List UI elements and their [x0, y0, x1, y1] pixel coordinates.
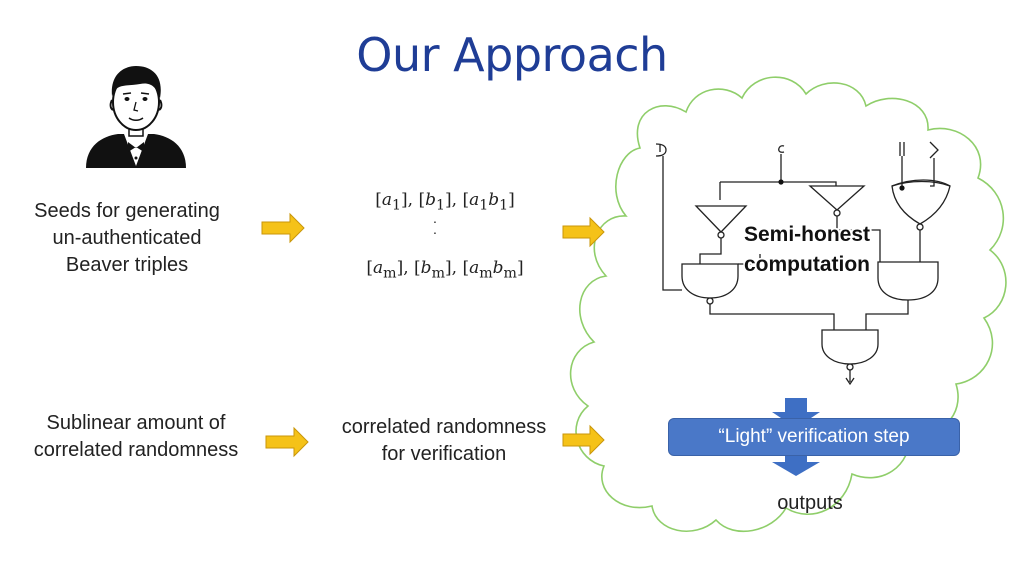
circuit-icon	[655, 141, 951, 386]
verification-randomness-line: correlated randomness	[341, 416, 547, 438]
sublinear-label-line: Sublinear amount of	[46, 412, 226, 434]
semi-honest-line: computation	[744, 253, 870, 276]
arrow-right-icon	[265, 426, 309, 458]
outputs-label: outputs	[777, 492, 843, 514]
sublinear-label: Sublinear amount of correlated randomnes…	[8, 410, 264, 464]
verification-randomness-label: correlated randomness for verification	[316, 414, 572, 468]
arrow-down-icon	[772, 456, 820, 476]
person-icon	[86, 66, 186, 168]
semi-honest-label: Semi-honest computation	[716, 220, 898, 280]
arrow-right-icon	[562, 216, 605, 248]
seeds-label-line: Beaver triples	[65, 254, 189, 276]
ellipsis-dots: ··	[432, 213, 438, 240]
sublinear-label-line: correlated randomness	[33, 439, 239, 461]
semi-honest-line: Semi-honest	[743, 223, 871, 246]
seeds-label-line: Seeds for generating	[34, 200, 220, 222]
seeds-label: Seeds for generating un-authenticated Be…	[14, 198, 240, 279]
page-title: Our Approach	[356, 28, 668, 82]
arrow-down-icon	[772, 398, 820, 428]
arrow-right-icon	[562, 424, 605, 456]
triple-last: [am], [bm], [ambm]	[366, 258, 524, 282]
verification-step-box: “Light” verification step	[668, 418, 960, 456]
verification-randomness-line: for verification	[381, 443, 507, 465]
seeds-label-line: un-authenticated	[52, 227, 202, 249]
arrow-right-icon	[261, 212, 305, 244]
triple-first: [a1], [b1], [a1b1]	[375, 190, 515, 214]
